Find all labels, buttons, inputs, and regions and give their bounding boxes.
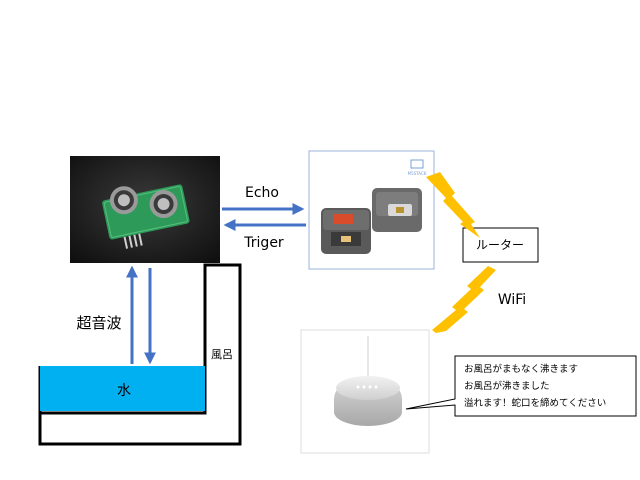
speech-line: お風呂が沸きました xyxy=(464,380,550,392)
bath-label: 風呂 xyxy=(211,348,233,361)
lightning-bolt-icon xyxy=(426,172,480,238)
router-label: ルーター xyxy=(476,238,524,252)
water-area xyxy=(40,366,205,411)
bathtub-outline xyxy=(38,263,242,446)
wifi-label: WiFi xyxy=(498,292,526,308)
trigger-label: Triger xyxy=(243,235,284,251)
lightning-bolt-icon xyxy=(432,266,496,333)
ultrasonic-label: 超音波 xyxy=(76,314,121,332)
ultrasonic-sensor-icon xyxy=(70,156,220,263)
speech-callout: お風呂がまもなく沸きます お風呂が沸きました 溢れます！蛇口を締めてください xyxy=(405,355,637,417)
speech-line: お風呂がまもなく沸きます xyxy=(464,363,578,375)
m5stack-logo-text: M5STACK xyxy=(408,171,427,176)
smart-speaker-icon xyxy=(300,329,430,454)
m5stack-device-icon: M5STACK xyxy=(308,150,435,270)
echo-label: Echo xyxy=(245,185,279,201)
speech-line: 溢れます！蛇口を締めてください xyxy=(464,397,606,409)
water-label: 水 xyxy=(117,383,131,399)
